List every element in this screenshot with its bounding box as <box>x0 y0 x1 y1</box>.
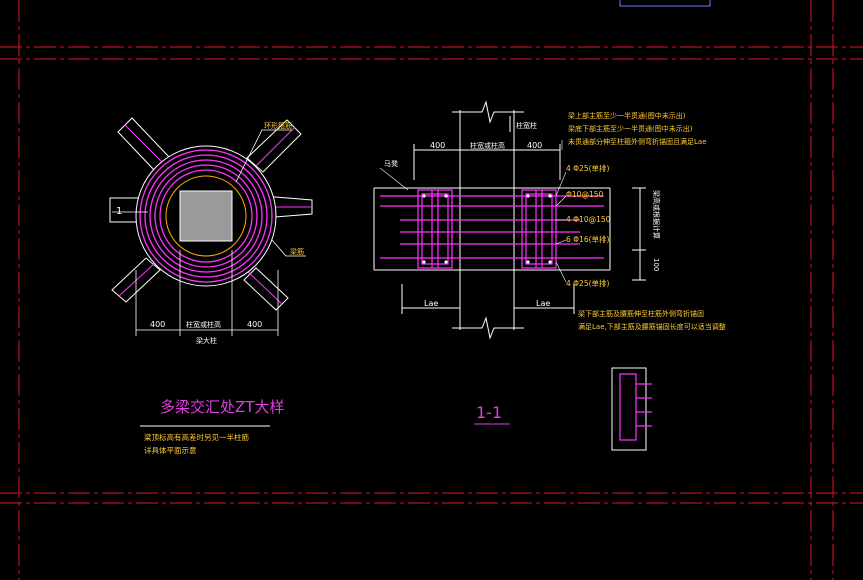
ring-stirrup <box>144 154 268 278</box>
rebar-label-2: Φ10@150 <box>566 190 603 199</box>
beam-rebar <box>251 126 296 171</box>
break-mark <box>452 316 524 340</box>
section-dim-left: 400 <box>430 141 445 150</box>
plan-title: 多梁交汇处ZT大样 <box>160 398 284 416</box>
top-note-line2: 梁底下部主筋至少一半贯通(图中未示出) <box>568 124 693 133</box>
dim-right: 400 <box>247 320 262 329</box>
rebar-dot <box>444 260 448 264</box>
ring-stirrup <box>139 149 273 283</box>
section-dim-right: 400 <box>527 141 542 150</box>
plan-note-line2: 详具体平面示意 <box>144 445 197 455</box>
beam-outline <box>246 119 302 173</box>
bottom-note-line1: 梁下部主筋及腰筋伸至柱筋外侧弯折锚固 <box>578 309 704 318</box>
column-core <box>179 190 233 242</box>
section-title: 1-1 <box>476 403 502 422</box>
ring-stirrup <box>154 164 258 268</box>
dim-center: 柱宽或柱高 <box>186 320 221 329</box>
stirrup-label: 环形箍筋 <box>264 121 292 130</box>
plan-title-block: 多梁交汇处ZT大样 梁顶标高有高差时另见一半柱筋 详具体平面示意 <box>140 398 284 455</box>
lae-left: Lae <box>424 299 438 308</box>
leader-line <box>555 261 567 283</box>
stirrup-cage <box>525 193 553 265</box>
plan-view: 1 环形箍筋 梁筋 400 柱宽或柱高 400 梁大柱 <box>109 117 313 345</box>
rebar-dot <box>548 260 552 264</box>
rebar-dot <box>444 194 448 198</box>
right-dim-text: 梁高或根据计算 <box>652 190 661 239</box>
leader-line <box>555 195 567 207</box>
dim-left: 400 <box>150 320 165 329</box>
leader-line <box>555 171 567 197</box>
top-note-line3: 未贯通部分伸至柱箍外侧弯折锚固且满足Lae <box>568 137 707 146</box>
stirrup-cage <box>417 189 453 269</box>
section-view: 柱宽柱 400 柱宽或柱高 400 马凳 梁上部主筋至少一半贯通(图中未示出) … <box>373 100 726 425</box>
dim-bottom: 梁大柱 <box>196 336 217 345</box>
rebar-dot <box>422 194 426 198</box>
leader-line <box>379 167 409 191</box>
inner-outline <box>165 175 247 257</box>
ring-stirrup <box>149 159 263 273</box>
lae-right: Lae <box>536 299 550 308</box>
section-dim-center: 柱宽或柱高 <box>470 141 505 150</box>
beam-rebar <box>118 261 157 297</box>
leader-line <box>271 239 306 257</box>
rebar-dot <box>526 260 530 264</box>
detail-stirrup <box>619 373 637 441</box>
beam-outline <box>111 257 161 303</box>
break-mark <box>452 100 524 124</box>
ring-stirrup <box>159 169 253 263</box>
rebar-label-1: 4 Φ25(单排) <box>566 163 610 173</box>
right-dim-small: 100 <box>652 258 660 271</box>
bottom-note-line2: 满足Lae,下部主筋及腰筋锚固长度可以适当调整 <box>578 322 726 331</box>
beam-tag: 马凳 <box>384 159 398 168</box>
section-top-label: 柱宽柱 <box>516 121 537 130</box>
rebar-dot <box>548 194 552 198</box>
rebar-label-4: 6 Φ16(单排) <box>566 234 610 244</box>
top-note-line1: 梁上部主筋至少一半贯通(图中未示出) <box>568 111 686 120</box>
leader-line <box>235 129 292 183</box>
viewport-corner <box>619 0 711 7</box>
rebar-label-5: 4 Φ25(单排) <box>566 278 610 288</box>
beam-rebar <box>245 269 283 305</box>
stirrup-detail <box>611 367 652 451</box>
plan-note-line1: 梁顶标高有高差时另见一半柱筋 <box>144 432 249 442</box>
detail-frame <box>611 367 647 451</box>
rebar-label-3: 4 Φ10@150 <box>566 215 611 224</box>
rebar-dot <box>422 260 426 264</box>
section-mark: 1 <box>116 206 122 217</box>
beam-outline <box>243 267 289 311</box>
leader-line <box>555 239 567 245</box>
stirrup-cage <box>421 193 449 265</box>
beam-label: 梁筋 <box>290 247 304 256</box>
beam-outline <box>109 197 141 223</box>
rebar-dot <box>526 194 530 198</box>
stirrup-cage <box>521 189 557 269</box>
